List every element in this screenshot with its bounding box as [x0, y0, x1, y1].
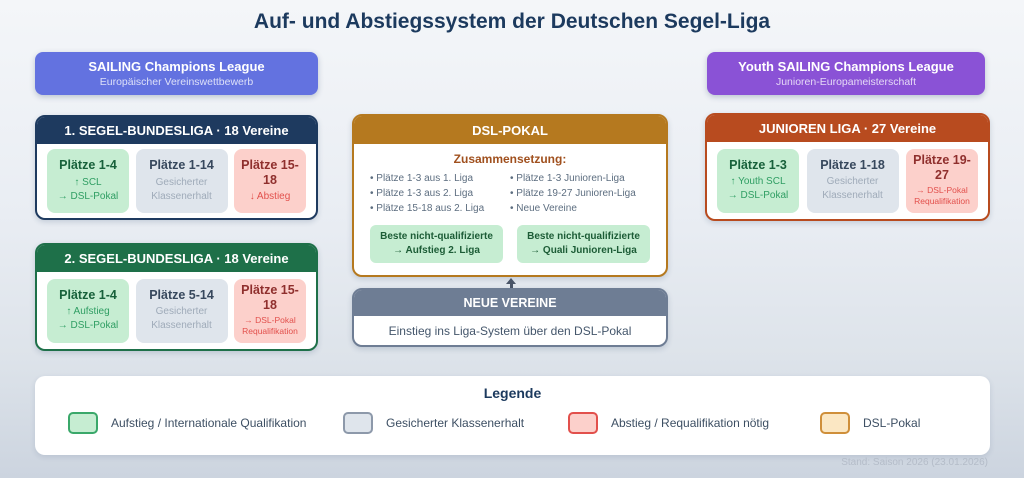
liga1-safe-line1: Gesicherter [155, 176, 208, 188]
liga1-promotion-line1: ↑ SCL [74, 176, 102, 188]
dsl-pokal-container: DSL-POKAL Zusammensetzung: Plätze 1-3 au… [352, 114, 668, 277]
dsl-pokal-subheading: Zusammensetzung: [453, 152, 567, 166]
green-swatch-icon [68, 412, 98, 434]
junioren-requalification-line1: → DSL-Pokal [916, 184, 968, 195]
liga2-requalification-title: Plätze 15-18 [241, 283, 299, 312]
liga2-promotion-line1: ↑ Aufstieg [66, 306, 110, 318]
liga2-promotion-title: Plätze 1-4 [59, 287, 117, 302]
junioren-promotion-title: Plätze 1-3 [729, 157, 787, 172]
dsl-pokal-header: DSL-POKAL [354, 116, 666, 144]
page-title: Auf- und Abstiegssystem der Deutschen Se… [253, 10, 771, 33]
dsl-note-quali: Beste nicht-qualifizierte → Quali Junior… [517, 225, 650, 263]
dsl-bullet: Plätze 19-27 Junioren-Liga [510, 186, 650, 201]
junioren-promotion-line1: ↑ Youth SCL [730, 176, 786, 188]
liga1-relegation-line1: ↓ Abstieg [249, 190, 291, 202]
up-arrow-icon [504, 278, 518, 289]
junioren-header: JUNIOREN LIGA · 27 Vereine [707, 115, 988, 142]
liga1-relegation-title: Plätze 15-18 [241, 158, 299, 187]
dsl-note-line1: Beste nicht-qualifizierte [527, 231, 640, 242]
liga1-safe-line2: Klassenerhalt [151, 190, 212, 202]
sailing-champions-league-pill: SAILING Champions League Europäischer Ve… [35, 52, 318, 95]
junioren-liga-container: JUNIOREN LIGA · 27 Vereine Plätze 1-3 ↑ … [705, 113, 990, 221]
dsl-bullet: Neue Vereine [510, 201, 650, 216]
youth-scl-subtitle: Junioren-Europameisterschaft [775, 76, 917, 88]
dsl-pokal-notes: Beste nicht-qualifizierte → Aufstieg 2. … [370, 225, 650, 263]
junioren-requalification-title: Plätze 19-27 [913, 153, 971, 182]
dsl-bullet: Plätze 15-18 aus 2. Liga [370, 201, 510, 216]
legend-title: Legende [483, 385, 542, 401]
liga1-header: 1. SEGEL-BUNDESLIGA · 18 Vereine [37, 117, 316, 144]
liga2-safe-title: Plätze 5-14 [149, 287, 214, 302]
legend-label: Aufstieg / Internationale Qualifikation [111, 416, 307, 430]
dsl-note-line1: Beste nicht-qualifizierte [380, 231, 493, 242]
liga2-promotion-box: Plätze 1-4 ↑ Aufstieg → DSL-Pokal [47, 278, 129, 343]
youth-sailing-champions-league-pill: Youth SAILING Champions League Junioren-… [707, 52, 985, 95]
dsl-note-aufstieg: Beste nicht-qualifizierte → Aufstieg 2. … [370, 225, 503, 263]
gray-swatch-icon [343, 412, 373, 434]
dsl-pokal-bullets-right: Plätze 1-3 Junioren-Liga Plätze 19-27 Ju… [510, 171, 650, 216]
liga1-container: 1. SEGEL-BUNDESLIGA · 18 Vereine Plätze … [35, 115, 318, 220]
liga2-safe-line1: Gesicherter [155, 306, 208, 318]
scl-subtitle: Europäischer Vereinswettbewerb [99, 76, 254, 88]
neue-vereine-body: Einstieg ins Liga-System über den DSL-Po… [388, 323, 632, 338]
liga2-requalification-line1: → DSL-Pokal [244, 314, 296, 325]
dsl-pokal-bullets-left: Plätze 1-3 aus 1. Liga Plätze 1-3 aus 2.… [370, 171, 510, 216]
junioren-safe-line2: Klassenerhalt [822, 190, 883, 202]
liga2-promotion-line2: → DSL-Pokal [57, 320, 119, 332]
junioren-body: Plätze 1-3 ↑ Youth SCL → DSL-Pokal Plätz… [707, 142, 988, 219]
dsl-note-line2: → Quali Junioren-Liga [530, 245, 637, 256]
liga2-requalification-box: Plätze 15-18 → DSL-Pokal Requalifikation [234, 278, 306, 343]
legend-item-aufstieg: Aufstieg / Internationale Qualifikation [68, 412, 306, 434]
legend-label: Abstieg / Requalifikation nötig [611, 416, 770, 430]
legend-item-klassenerhalt: Gesicherter Klassenerhalt [343, 412, 524, 434]
liga1-safe-box: Plätze 1-14 Gesicherter Klassenerhalt [135, 149, 228, 213]
liga1-relegation-box: Plätze 15-18 ↓ Abstieg [234, 149, 306, 213]
junioren-requalification-line2: Requalifikation [914, 196, 970, 207]
legend-item-abstieg: Abstieg / Requalifikation nötig [568, 412, 769, 434]
junioren-promotion-line2: → DSL-Pokal [727, 190, 789, 202]
dsl-note-line2: → Aufstieg 2. Liga [393, 245, 480, 256]
liga2-body: Plätze 1-4 ↑ Aufstieg → DSL-Pokal Plätze… [37, 272, 316, 349]
junioren-requalification-box: Plätze 19-27 → DSL-Pokal Requalifikation [906, 148, 978, 213]
legend-panel: Legende Aufstieg / Internationale Qualif… [35, 376, 990, 455]
status-date-note: Stand: Saison 2026 (23.01.2026) [841, 457, 988, 468]
junioren-safe-title: Plätze 1-18 [820, 157, 885, 172]
junioren-safe-line1: Gesicherter [826, 176, 879, 188]
legend-label: DSL-Pokal [863, 416, 921, 430]
dsl-bullet: Plätze 1-3 Junioren-Liga [510, 171, 650, 186]
legend-label: Gesicherter Klassenerhalt [386, 416, 525, 430]
liga1-promotion-box: Plätze 1-4 ↑ SCL → DSL-Pokal [47, 149, 129, 213]
liga1-promotion-title: Plätze 1-4 [59, 158, 117, 173]
liga1-promotion-line2: → DSL-Pokal [57, 190, 119, 202]
red-swatch-icon [568, 412, 598, 434]
neue-vereine-header: NEUE VEREINE [354, 290, 666, 316]
scl-title: SAILING Champions League [88, 59, 265, 74]
dsl-bullet: Plätze 1-3 aus 1. Liga [370, 171, 510, 186]
dsl-bullet: Plätze 1-3 aus 2. Liga [370, 186, 510, 201]
liga1-safe-title: Plätze 1-14 [149, 158, 214, 173]
orange-swatch-icon [820, 412, 850, 434]
liga2-container: 2. SEGEL-BUNDESLIGA · 18 Vereine Plätze … [35, 243, 318, 351]
junioren-safe-box: Plätze 1-18 Gesicherter Klassenerhalt [806, 148, 899, 213]
liga2-requalification-line2: Requalifikation [242, 326, 298, 337]
legend-item-dsl-pokal: DSL-Pokal [820, 412, 920, 434]
dsl-pokal-columns: Plätze 1-3 aus 1. Liga Plätze 1-3 aus 2.… [354, 166, 666, 216]
youth-scl-title: Youth SAILING Champions League [738, 59, 954, 74]
liga2-safe-line2: Klassenerhalt [151, 320, 212, 332]
neue-vereine-container: NEUE VEREINE Einstieg ins Liga-System üb… [352, 288, 668, 347]
liga1-body: Plätze 1-4 ↑ SCL → DSL-Pokal Plätze 1-14… [37, 144, 316, 218]
junioren-promotion-box: Plätze 1-3 ↑ Youth SCL → DSL-Pokal [717, 148, 799, 213]
liga2-safe-box: Plätze 5-14 Gesicherter Klassenerhalt [135, 278, 228, 343]
liga2-header: 2. SEGEL-BUNDESLIGA · 18 Vereine [37, 245, 316, 272]
